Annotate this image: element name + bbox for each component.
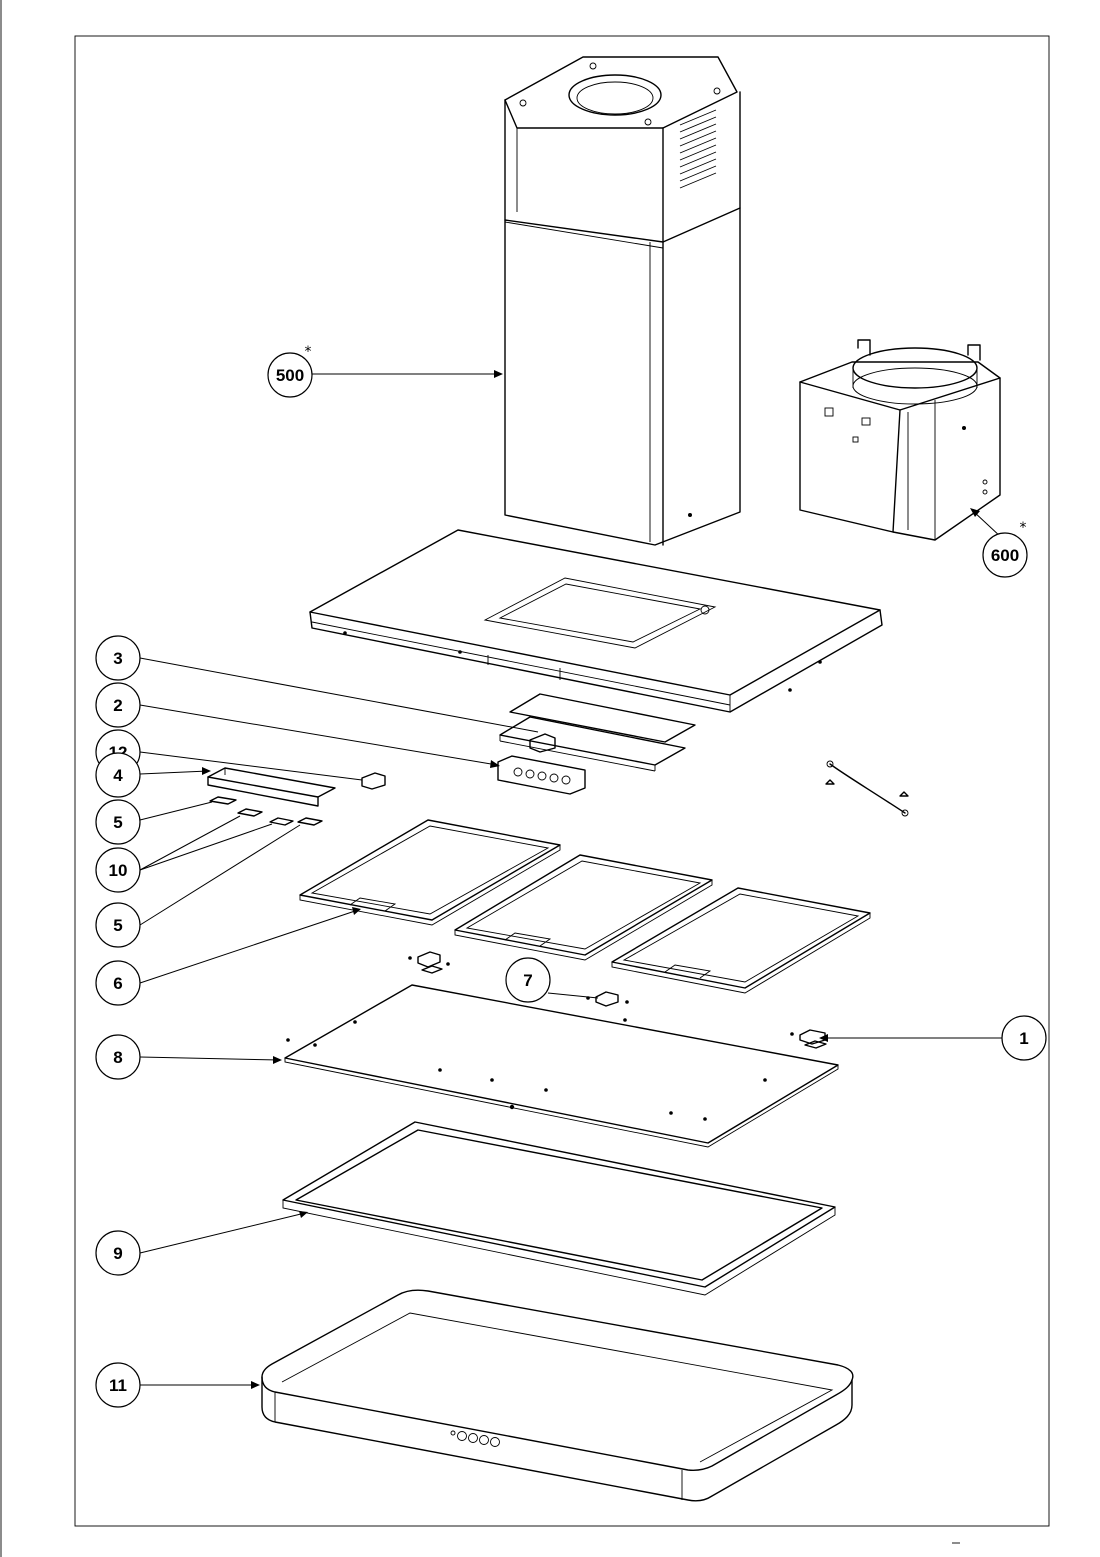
callout-1: 1 [1001, 1015, 1047, 1061]
svg-text:2: 2 [113, 696, 122, 715]
tray-part-11 [261, 1289, 854, 1502]
leader-lines [139, 370, 1003, 1389]
callout-5-lower: 5 [95, 902, 141, 948]
svg-text:5: 5 [113, 916, 122, 935]
chimney-part [504, 56, 741, 546]
latch-parts [408, 951, 827, 1049]
callout-3: 3 [95, 635, 141, 681]
callout-7: 7 [505, 957, 551, 1003]
svg-text:500: 500 [276, 366, 304, 385]
wire-harness [825, 760, 909, 817]
svg-text:3: 3 [113, 649, 122, 668]
svg-text:600: 600 [991, 546, 1019, 565]
callout-6: 6 [95, 960, 141, 1006]
callout-10: 10 [95, 847, 141, 893]
svg-text:7: 7 [523, 971, 532, 990]
svg-text:10: 10 [109, 861, 128, 880]
callout-2: 2 [95, 682, 141, 728]
svg-text:9: 9 [113, 1244, 122, 1263]
svg-text:*: * [305, 344, 312, 360]
canopy-plate [309, 529, 883, 713]
clip-part-3 [529, 733, 556, 753]
small-plates-parts-5-10 [209, 796, 323, 826]
bracket-part-4 [207, 767, 336, 807]
svg-text:1: 1 [1019, 1029, 1028, 1048]
callout-9: 9 [95, 1230, 141, 1276]
bottom-plate-part-8 [284, 984, 839, 1148]
svg-text:*: * [1020, 520, 1027, 536]
callout-5-upper: 5 [95, 799, 141, 845]
callout-11: 11 [95, 1362, 141, 1408]
svg-text:5: 5 [113, 813, 122, 832]
mounting-rails [499, 693, 696, 772]
svg-text:8: 8 [113, 1048, 122, 1067]
callout-500: 500 * [267, 344, 313, 398]
callout-8: 8 [95, 1034, 141, 1080]
drawing-frame [74, 35, 1050, 1527]
svg-text:4: 4 [113, 766, 123, 785]
connector-part-12 [361, 772, 386, 790]
callout-4: 4 [95, 752, 141, 798]
frame-part-9 [282, 1121, 836, 1296]
grease-filters [299, 819, 871, 994]
svg-text:11: 11 [109, 1376, 127, 1395]
motor-box-part [799, 339, 1001, 541]
svg-text:6: 6 [113, 974, 122, 993]
callout-600: 600 * [982, 520, 1028, 578]
control-panel-part-2 [497, 755, 586, 795]
